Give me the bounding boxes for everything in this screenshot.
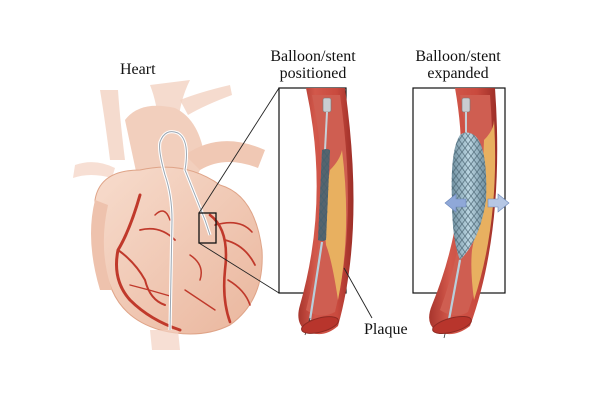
panel-positioned-title-line1: Balloon/stent bbox=[270, 48, 356, 65]
panel-expanded-title-line1: Balloon/stent bbox=[415, 48, 501, 65]
zoom-region-box bbox=[198, 212, 217, 244]
panel-positioned-title: Balloon/stent positioned bbox=[268, 48, 358, 82]
expand-arrow-right-icon bbox=[487, 193, 510, 213]
panel-positioned-title-line2: positioned bbox=[279, 65, 347, 82]
panel-positioned bbox=[278, 87, 354, 336]
zoom-line-bottom bbox=[198, 242, 280, 294]
plaque-pointer bbox=[343, 267, 373, 319]
heart-illustration bbox=[73, 80, 265, 350]
catheter bbox=[159, 131, 211, 331]
coronary-arteries bbox=[115, 193, 256, 332]
plaque-deposit bbox=[324, 150, 347, 300]
plaque-label: Plaque bbox=[364, 321, 408, 338]
expand-arrow-left-icon bbox=[444, 193, 467, 213]
panel-expanded-title: Balloon/stent expanded bbox=[408, 48, 508, 82]
zoom-line-top bbox=[198, 87, 280, 214]
heart-label: Heart bbox=[120, 61, 156, 78]
panel-expanded bbox=[412, 87, 510, 339]
panel-expanded-title-line2: expanded bbox=[427, 65, 489, 82]
